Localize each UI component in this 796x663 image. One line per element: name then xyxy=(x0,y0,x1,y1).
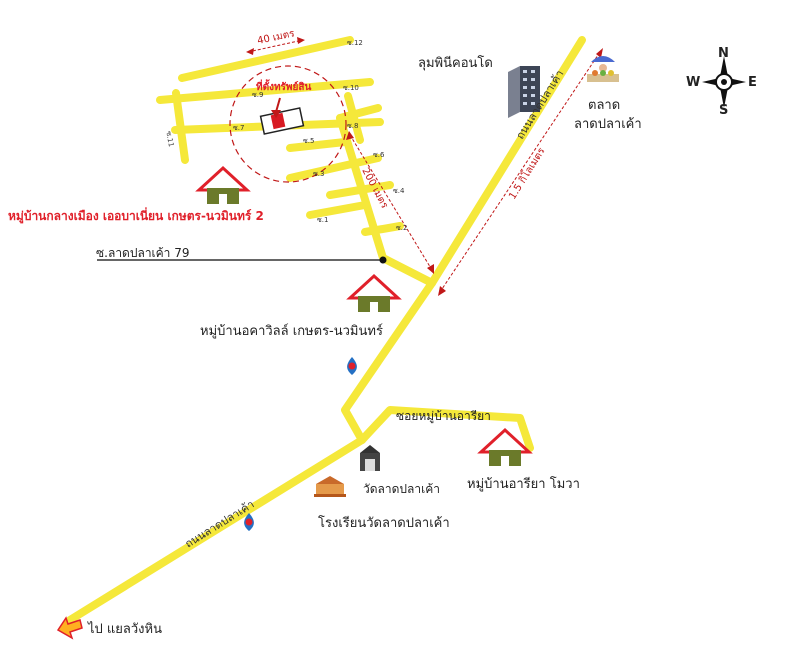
market-label-line1: ตลาด xyxy=(588,98,621,113)
condo-building-icon xyxy=(508,66,540,118)
soi-ariya-road xyxy=(358,406,534,452)
distance-15km-line xyxy=(439,51,601,293)
distance-200m-head-a xyxy=(346,131,354,140)
distance-200m-head-b xyxy=(427,264,434,274)
compass-w-label: W xyxy=(686,75,701,90)
soi-8-label: ซ.8 xyxy=(347,122,358,130)
house-icon-village-2 xyxy=(346,273,402,312)
lat-pla-khao-road-upper xyxy=(341,36,586,444)
soi-9-label: ซ.9 xyxy=(252,91,263,99)
compass-e-label: E xyxy=(748,75,757,90)
soi-11-label: ซ.11 xyxy=(164,131,175,148)
soi-5-label: ซ.5 xyxy=(303,137,314,145)
school-label: โรงเรียนวัดลาดปลาเค้า xyxy=(318,516,450,531)
compass-s-label: S xyxy=(719,103,729,118)
soi-8-road xyxy=(336,104,382,122)
soi-6-label: ซ.6 xyxy=(373,151,385,159)
gas-station-icon-2 xyxy=(244,513,254,531)
soi-1-label: ซ.1 xyxy=(317,216,328,224)
school-icon xyxy=(314,476,346,497)
condo-label: ลุมพินีคอนโด xyxy=(418,56,493,71)
soi-6-road xyxy=(286,138,349,152)
compass-n-label: N xyxy=(718,46,729,61)
market-label-line2: ลาดปลาเค้า xyxy=(574,117,642,132)
soi-12-road xyxy=(178,36,354,82)
property-building-icon xyxy=(259,107,305,135)
soi-3-label: ซ.3 xyxy=(313,170,324,178)
direction-arrow-icon xyxy=(56,616,83,640)
soi-9-road xyxy=(344,92,364,144)
house-icon-ariya xyxy=(477,427,533,466)
soi-main-road xyxy=(156,78,374,104)
market-vendor-icon xyxy=(587,56,619,82)
soi-7-label: ซ.7 xyxy=(233,124,244,132)
ariya-village-label: หมู่บ้านอารียา โมวา xyxy=(467,477,580,492)
distance-40m-label: 40 เมตร xyxy=(256,28,296,47)
temple-icon xyxy=(360,445,380,471)
property-label: ที่ตั้งทรัพย์สิน xyxy=(256,82,312,93)
soi-11-road xyxy=(172,89,189,164)
distance-15km-head-a xyxy=(438,286,446,296)
temple-label: วัดลาดปลาเค้า xyxy=(363,482,440,496)
soi-2-label: ซ.2 xyxy=(396,224,407,232)
road-network xyxy=(66,36,586,624)
soi-4-road xyxy=(326,181,394,199)
main-village-label: หมู่บ้านกลางเมือง เออบาเนี่ยน เกษตร-นวมิ… xyxy=(8,209,264,223)
soi-79-label: ซ.ลาดปลาเค้า 79 xyxy=(96,246,190,260)
soi-4-label: ซ.4 xyxy=(393,187,405,195)
lat-pla-khao-road-lower xyxy=(66,436,366,624)
soi-1-road xyxy=(306,201,369,219)
soi-ariya-label: ซอยหมู่บ้านอารียา xyxy=(396,409,491,423)
property-radius-circle xyxy=(229,65,347,183)
to-wangphin-label: ไป แยลวังหิน xyxy=(88,622,162,637)
distance-15km-head-b xyxy=(596,48,603,58)
soi-12-label: ซ.12 xyxy=(347,39,363,47)
distance-40m-head-b xyxy=(297,37,305,44)
soi-5-road xyxy=(286,154,382,182)
soi-2-road xyxy=(361,222,404,236)
gas-station-icon-1 xyxy=(347,357,357,375)
distance-200m-line xyxy=(349,134,433,271)
property-pointer-arrow xyxy=(275,97,281,113)
soi-10-label: ซ.10 xyxy=(343,84,359,92)
village-2-label: หมู่บ้านอคาวิลล์ เกษตร-นวมินทร์ xyxy=(200,324,383,339)
house-icon-main-village xyxy=(195,165,251,204)
distance-40m-line xyxy=(247,39,304,53)
compass-rose-icon xyxy=(702,56,746,108)
distance-40m-head-a xyxy=(246,48,254,55)
soi-79-junction-dot xyxy=(379,256,387,264)
property-pointer-head xyxy=(271,110,281,118)
